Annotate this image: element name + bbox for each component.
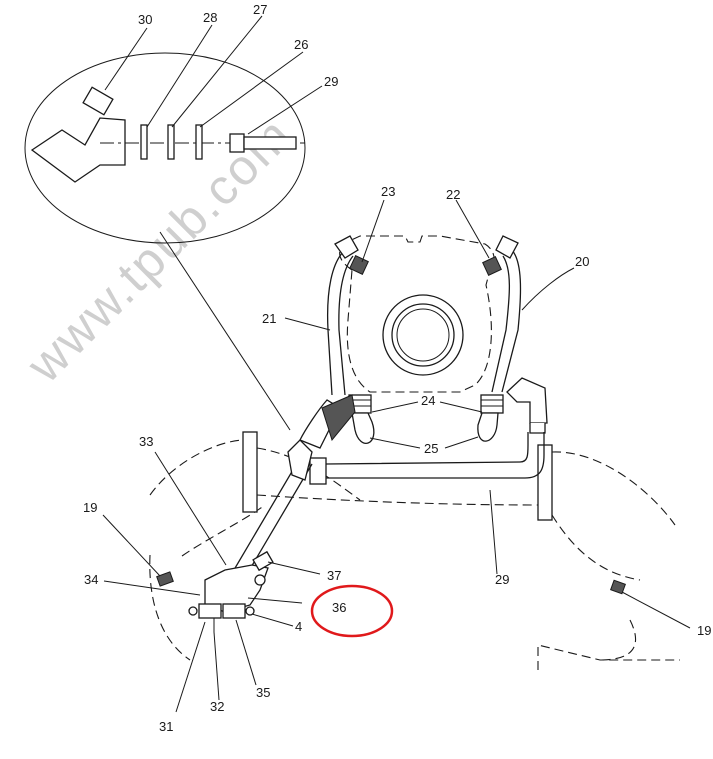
highlight-circle [310, 584, 394, 638]
callout-32: 32 [210, 699, 224, 714]
callout-25: 25 [424, 441, 438, 456]
tube-29 [309, 432, 545, 485]
manifold-duct [149, 431, 680, 670]
detail-view [24, 52, 306, 431]
detail-leaders [104, 15, 323, 135]
callout-34: 34 [84, 572, 98, 587]
callout-36: 36 [332, 600, 346, 615]
callout-labels: 30 28 27 26 29 23 22 20 21 24 25 33 19 3… [83, 2, 711, 734]
callout-26: 26 [294, 37, 308, 52]
tube-33 [227, 394, 356, 587]
callout-19-left: 19 [83, 500, 97, 515]
callout-22: 22 [446, 187, 460, 202]
callout-28: 28 [203, 10, 217, 25]
bottom-fitting-assembly [156, 550, 626, 632]
callout-35: 35 [256, 685, 270, 700]
callout-30: 30 [138, 12, 152, 27]
callout-4: 4 [295, 619, 302, 634]
callout-19-right: 19 [697, 623, 711, 638]
tube-assemblies [326, 235, 548, 444]
callout-29-top: 29 [324, 74, 338, 89]
callout-leaders [102, 199, 691, 713]
callout-37: 37 [327, 568, 341, 583]
elbow-fitting-detail [30, 117, 126, 183]
callout-29-bottom: 29 [495, 572, 509, 587]
callout-23: 23 [381, 184, 395, 199]
callout-33: 33 [139, 434, 153, 449]
callout-31: 31 [159, 719, 173, 734]
callout-27: 27 [253, 2, 267, 17]
callout-24: 24 [421, 393, 435, 408]
callout-21: 21 [262, 311, 276, 326]
callout-20: 20 [575, 254, 589, 269]
